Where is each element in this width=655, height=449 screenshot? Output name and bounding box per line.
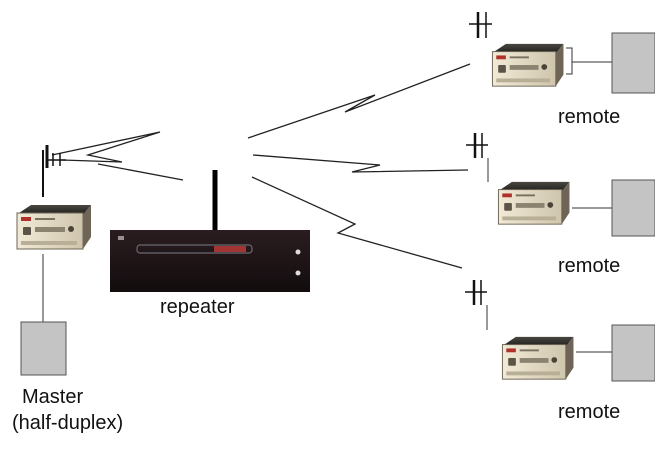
repeater-unit-icon (110, 230, 310, 292)
remote-3-radio-icon (501, 336, 575, 380)
remote-1-terminal-icon (611, 32, 655, 94)
remote-3-label: remote (558, 401, 621, 423)
remote-3-terminal-icon (611, 324, 655, 382)
master-antenna-icon (42, 145, 66, 197)
link-to-remote-3 (251, 176, 463, 269)
remote-1-radio-icon (491, 43, 565, 87)
master-link-lower (97, 163, 184, 181)
remote-2-label: remote (558, 255, 621, 277)
repeater-label: repeater (160, 296, 235, 318)
remote-2-terminal-icon (611, 179, 655, 237)
remote-3-antenna-icon (465, 280, 488, 330)
link-to-remote-1 (247, 63, 471, 139)
master-label: Master (22, 386, 84, 408)
remote-2-antenna-icon (466, 133, 489, 182)
remote-1-label: remote (558, 106, 621, 128)
remote-2-radio-icon (497, 181, 571, 225)
master-mode-label: (half-duplex) (12, 412, 124, 434)
master-link-wave (51, 131, 161, 163)
remote-1-antenna-icon (469, 12, 492, 38)
master-radio-icon (16, 204, 92, 250)
link-to-remote-2 (252, 154, 469, 173)
master-terminal-icon (20, 321, 67, 376)
